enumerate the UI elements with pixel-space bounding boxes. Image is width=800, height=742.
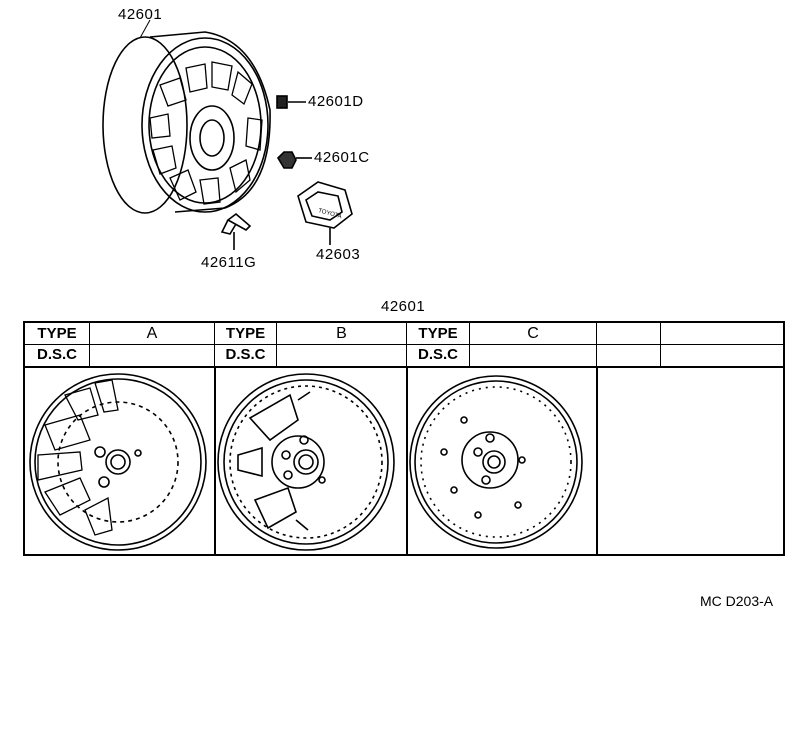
dsc-value-b bbox=[277, 344, 407, 366]
hub-cap-42603-drawing bbox=[297, 181, 353, 245]
nut-42601c-drawing bbox=[276, 151, 312, 169]
type-value-c: C bbox=[470, 323, 597, 344]
wheel-type-c-drawing bbox=[409, 375, 583, 549]
callout-nut-c: 42601C bbox=[314, 149, 370, 166]
empty-cell bbox=[597, 323, 661, 344]
dsc-label-b: D.S.C bbox=[215, 344, 277, 366]
dsc-value-a bbox=[90, 344, 215, 366]
reference-code: MC D203-A bbox=[700, 593, 774, 609]
callout-wheel: 42601 bbox=[118, 6, 163, 23]
dsc-row: D.S.C D.S.C D.S.C bbox=[25, 344, 783, 368]
nut-42601d-drawing bbox=[276, 95, 306, 109]
type-label-b: TYPE bbox=[215, 323, 277, 344]
type-value-a: A bbox=[90, 323, 215, 344]
type-label-c: TYPE bbox=[407, 323, 470, 344]
wheel-type-a-drawing bbox=[29, 373, 207, 551]
type-label-a: TYPE bbox=[25, 323, 90, 344]
empty-cell bbox=[597, 344, 661, 366]
valve-42611g-drawing bbox=[220, 212, 252, 250]
callout-cap: 42603 bbox=[316, 246, 361, 263]
callout-valve: 42611G bbox=[201, 254, 257, 271]
type-row: TYPE A TYPE B TYPE C bbox=[25, 323, 783, 345]
callout-nut-d: 42601D bbox=[308, 93, 364, 110]
wheel-type-b-drawing bbox=[217, 373, 395, 551]
dsc-value-c bbox=[470, 344, 597, 366]
wheel-42601-drawing bbox=[102, 19, 271, 214]
divider bbox=[406, 366, 408, 554]
type-table: TYPE A TYPE B TYPE C D.S.C D.S.C D.S.C bbox=[23, 321, 785, 556]
divider bbox=[214, 366, 216, 554]
type-value-b: B bbox=[277, 323, 407, 344]
dsc-label-c: D.S.C bbox=[407, 344, 470, 366]
divider bbox=[596, 366, 598, 554]
table-title: 42601 bbox=[381, 298, 426, 315]
dsc-label-a: D.S.C bbox=[25, 344, 90, 366]
